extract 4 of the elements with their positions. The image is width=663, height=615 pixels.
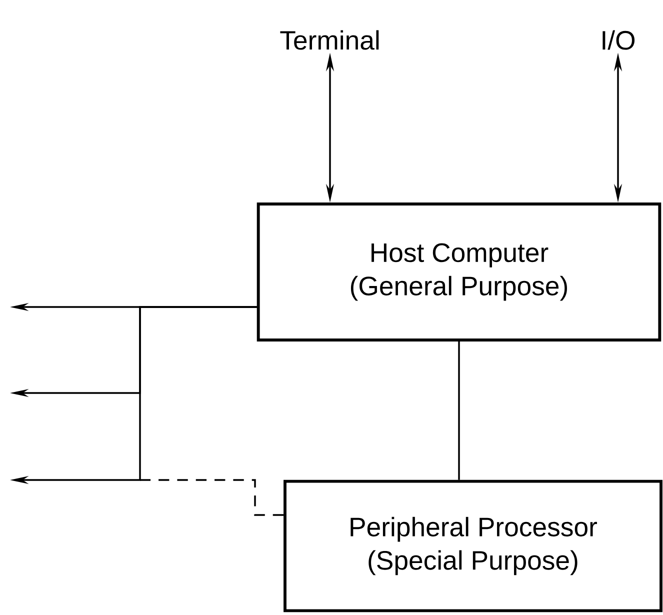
port-label: Terminal — [280, 30, 379, 50]
process-box: Peripheral Processor (Special Purpose) — [284, 480, 662, 612]
process-box: Host Computer (General Purpose) — [256, 202, 662, 342]
port-label: I/O — [602, 30, 635, 50]
